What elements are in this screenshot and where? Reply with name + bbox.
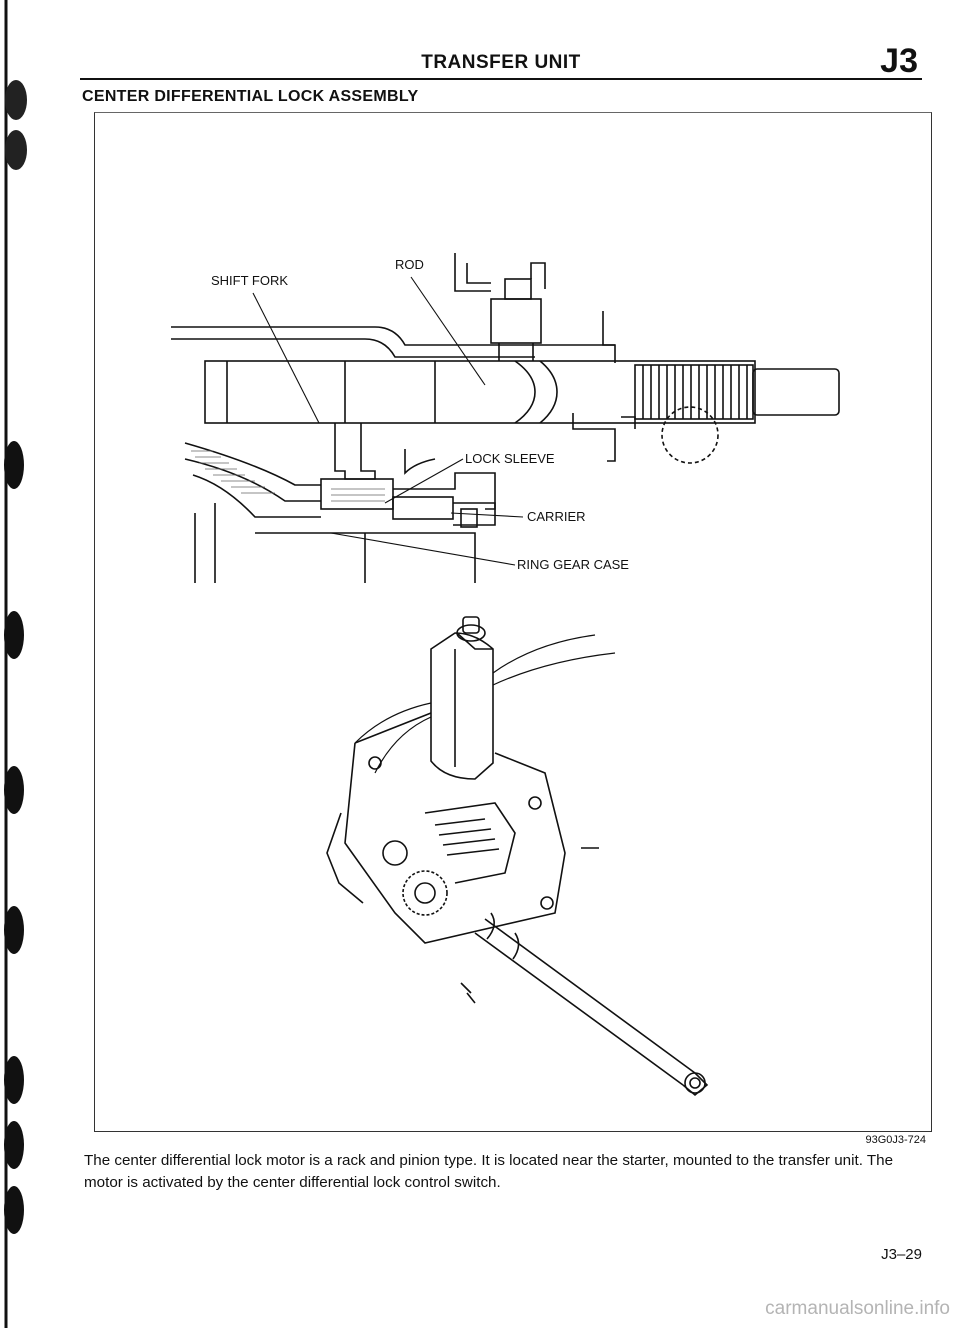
binding-hole: [4, 441, 24, 489]
motor-assembly-drawing: [326, 616, 709, 1097]
hatched-area: [191, 450, 385, 502]
label-ring-gear-case: RING GEAR CASE: [517, 557, 629, 572]
binding-hole: [4, 766, 24, 814]
watermark: carmanualsonline.info: [765, 1298, 950, 1319]
binding-hole: [5, 80, 27, 120]
figure-id: 93G0J3-724: [865, 1134, 926, 1146]
callout-leaders: [252, 276, 524, 566]
header-title: TRANSFER UNIT: [421, 52, 581, 73]
section-title: CENTER DIFFERENTIAL LOCK ASSEMBLY: [82, 88, 419, 105]
label-shift-fork: SHIFT FORK: [211, 273, 288, 288]
binding-hole: [5, 130, 27, 170]
label-carrier: CARRIER: [527, 509, 586, 524]
binding-hole: [4, 1121, 24, 1169]
binding-hole: [4, 611, 24, 659]
section-code: J3: [880, 42, 918, 80]
diagram: SHIFT FORK ROD LOCK SLEEVE CARRIER RING …: [171, 253, 840, 1097]
description-text: The center differential lock motor is a …: [84, 1152, 894, 1191]
page-header: TRANSFER UNIT J3: [80, 42, 922, 80]
page-number: J3–29: [881, 1246, 922, 1263]
binding-edge: [4, 0, 27, 1328]
figure-box: SHIFT FORK ROD LOCK SLEEVE CARRIER RING …: [94, 112, 932, 1132]
binding-hole: [4, 1056, 24, 1104]
cross-section-drawing: [171, 253, 840, 583]
binding-hole: [4, 1186, 24, 1234]
label-rod: ROD: [395, 257, 424, 272]
binding-hole: [4, 906, 24, 954]
label-lock-sleeve: LOCK SLEEVE: [465, 451, 555, 466]
